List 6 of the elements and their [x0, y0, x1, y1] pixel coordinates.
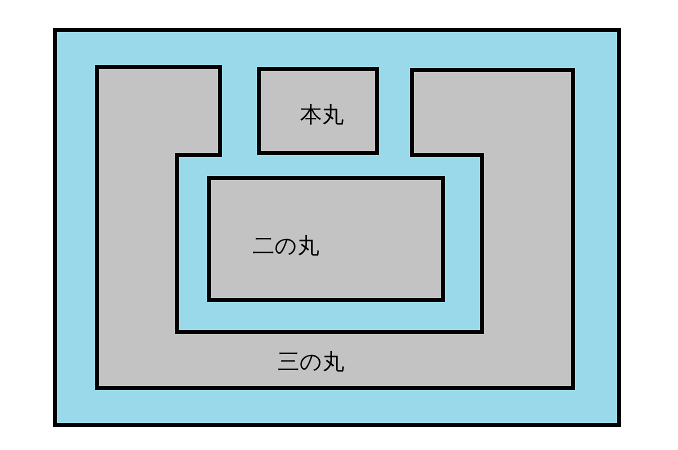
moat-area	[53, 28, 621, 427]
bailey-label: 二の丸	[252, 233, 320, 261]
bailey-block	[207, 176, 445, 302]
bailey-label: 本丸	[300, 102, 344, 130]
bailey-label: 三の丸	[278, 349, 344, 377]
bailey-block	[257, 67, 379, 155]
